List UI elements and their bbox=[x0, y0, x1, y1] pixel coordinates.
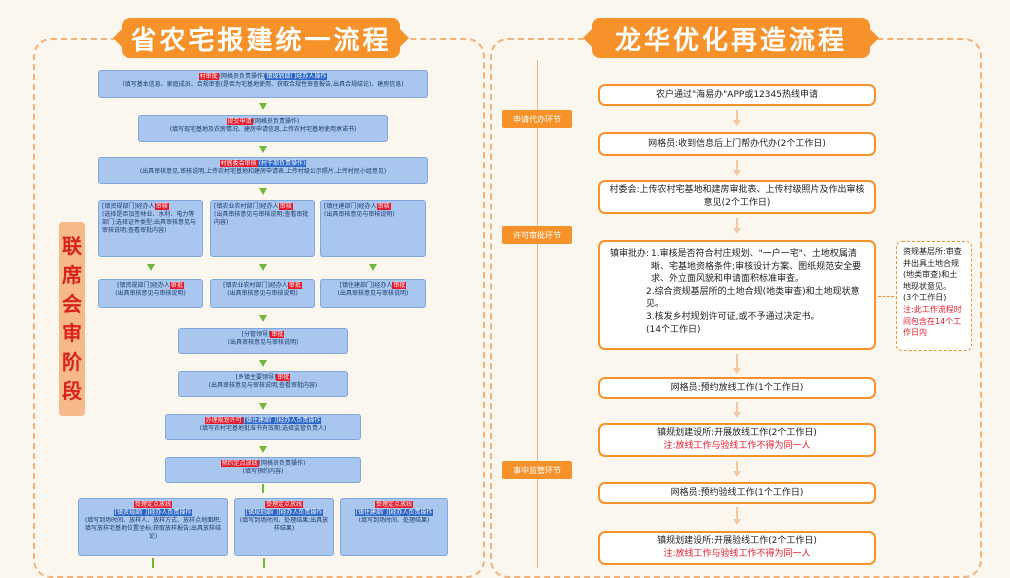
arrow bbox=[736, 354, 738, 368]
arrow bbox=[736, 218, 738, 228]
step-layout-planning: 受理定点放线 [镇资规部门]经办人负责操作 (填写到场时间、放样人、放样方式、放… bbox=[78, 498, 228, 556]
step-main-leader-approve: [乡镇主要领导]审批 (出具审核意见与审核说明;查看审批内容) bbox=[178, 371, 348, 397]
step-village-committee-review: 村居委会审核(村干部负责操作) (出具审核意见,审核说明,上传农村宅基地和建房申… bbox=[98, 157, 428, 184]
arrow-head bbox=[733, 228, 741, 234]
arrow-head bbox=[733, 519, 741, 525]
arrow bbox=[736, 507, 738, 519]
arrow-head bbox=[733, 412, 741, 418]
left-title: 省农宅报建统一流程 bbox=[122, 18, 400, 58]
stage-permit: 许可审批环节 bbox=[502, 226, 572, 244]
step-layout-work: 镇规划建设所:开展放线工作(2个工作日) 注:放线工作与验线工作不得为同一人 bbox=[598, 423, 876, 457]
arrow bbox=[736, 110, 738, 120]
step-agri-dept-approve: [镇农业农村部门]经办人审批 (出具审核意见与审核说明) bbox=[210, 279, 315, 308]
step-agri-dept-review: [镇农业农村部门]经办人审核 (出具审核意见与审核说明;查看审批内容) bbox=[210, 200, 315, 257]
step-town-approval: 镇审批办: 1.审核是否符合村庄规划、"一户一宅"、土地权属清晰、宅基地资格条件… bbox=[598, 240, 876, 350]
arrow bbox=[259, 315, 267, 322]
connector bbox=[152, 558, 154, 568]
arrow-head bbox=[733, 120, 741, 126]
stage-line bbox=[537, 60, 538, 568]
resource-office-note: 资规基层所:审查并出具土地合规(地类审查)和土地现状意见。 (3个工作日) 注:… bbox=[896, 241, 972, 351]
arrow bbox=[259, 146, 267, 153]
step-housing-dept-review: [镇住建部门]经办人审核 (出具审核意见与审核说明) bbox=[320, 200, 426, 257]
step-village-approval: 村审批(网格员负责操作)镇规划部门经办人操作 (填写基本信息、家庭成员、合规审查… bbox=[98, 70, 428, 98]
step-planning-dept-approve: [镇资规部门]经办人审批 (出具审核意见与审核说明) bbox=[98, 279, 203, 308]
stage-apply: 申请代办环节 bbox=[502, 110, 572, 128]
arrow bbox=[259, 103, 267, 110]
step-book-inspection: 网格员:预约验线工作(1个工作日) bbox=[598, 482, 876, 504]
step-village-upload: 村委会:上传农村宅基地和建房审批表、上传村级照片及作出审核意见(2个工作日) bbox=[598, 180, 876, 214]
step-planning-permit: 办理规划许可[镇住建部门]经办人负责操作 (填写农村宅基地批准书有效期;选择监管… bbox=[165, 414, 361, 440]
step-layout-town-planning: 受理定点放线 [镇规划部门]经办人负责操作 (填写到场时间、处理结果;出具放样结… bbox=[234, 498, 334, 556]
step-housing-dept-approve: [镇住建部门]经办人审批 (出具审核意见与审核说明) bbox=[320, 279, 426, 308]
right-title: 龙华优化再造流程 bbox=[592, 18, 870, 58]
step-inspection-work: 镇规划建设所:开展验线工作(2个工作日) 注:放线工作与验线工作不得为同一人 bbox=[598, 531, 876, 565]
arrow-head bbox=[733, 471, 741, 477]
step-grid-worker-assist: 网格员:收到信息后上门帮办代办(2个工作日) bbox=[598, 132, 876, 156]
arrow bbox=[736, 461, 738, 471]
arrow bbox=[259, 264, 267, 271]
arrow bbox=[147, 264, 155, 271]
step-layout-housing: 受理定点放线 [镇住建部门]经办人负责操作 (填写到场时间、处理结果) bbox=[340, 498, 448, 556]
step-planning-dept-review: [镇资规部门]经办人审核 (选择是否加签林业、水利、电力等部门;选择证件类型;出… bbox=[98, 200, 203, 257]
side-label: 联 席 会 审 阶 段 bbox=[59, 222, 85, 416]
step-book-layout-work: 网格员:预约放线工作(1个工作日) bbox=[598, 377, 876, 399]
connector bbox=[263, 558, 265, 568]
arrow bbox=[369, 264, 377, 271]
arrow bbox=[259, 360, 267, 367]
stage-supervision: 事中监管环节 bbox=[502, 461, 572, 479]
step-apply-online: 农户通过"海易办"APP或12345热线申请 bbox=[598, 84, 876, 106]
arrow bbox=[259, 446, 267, 453]
arrow-head bbox=[733, 368, 741, 374]
step-submit-application: 提交申请(网格员负责操作) (填写现宅基地及农房情况、建房申请信息,上传农村宅基… bbox=[138, 115, 388, 142]
arrow bbox=[259, 403, 267, 410]
arrow-head bbox=[733, 170, 741, 176]
step-book-layout: 预约定点放线(网格员负责操作) (填写预约内容) bbox=[165, 457, 361, 483]
step-leader-approve: [分管领导]审批 (出具审核意见与审核说明) bbox=[178, 328, 348, 354]
connector bbox=[262, 484, 264, 493]
arrow bbox=[259, 188, 267, 195]
dashed-connector bbox=[878, 296, 894, 297]
arrow bbox=[736, 402, 738, 412]
arrow bbox=[736, 160, 738, 170]
